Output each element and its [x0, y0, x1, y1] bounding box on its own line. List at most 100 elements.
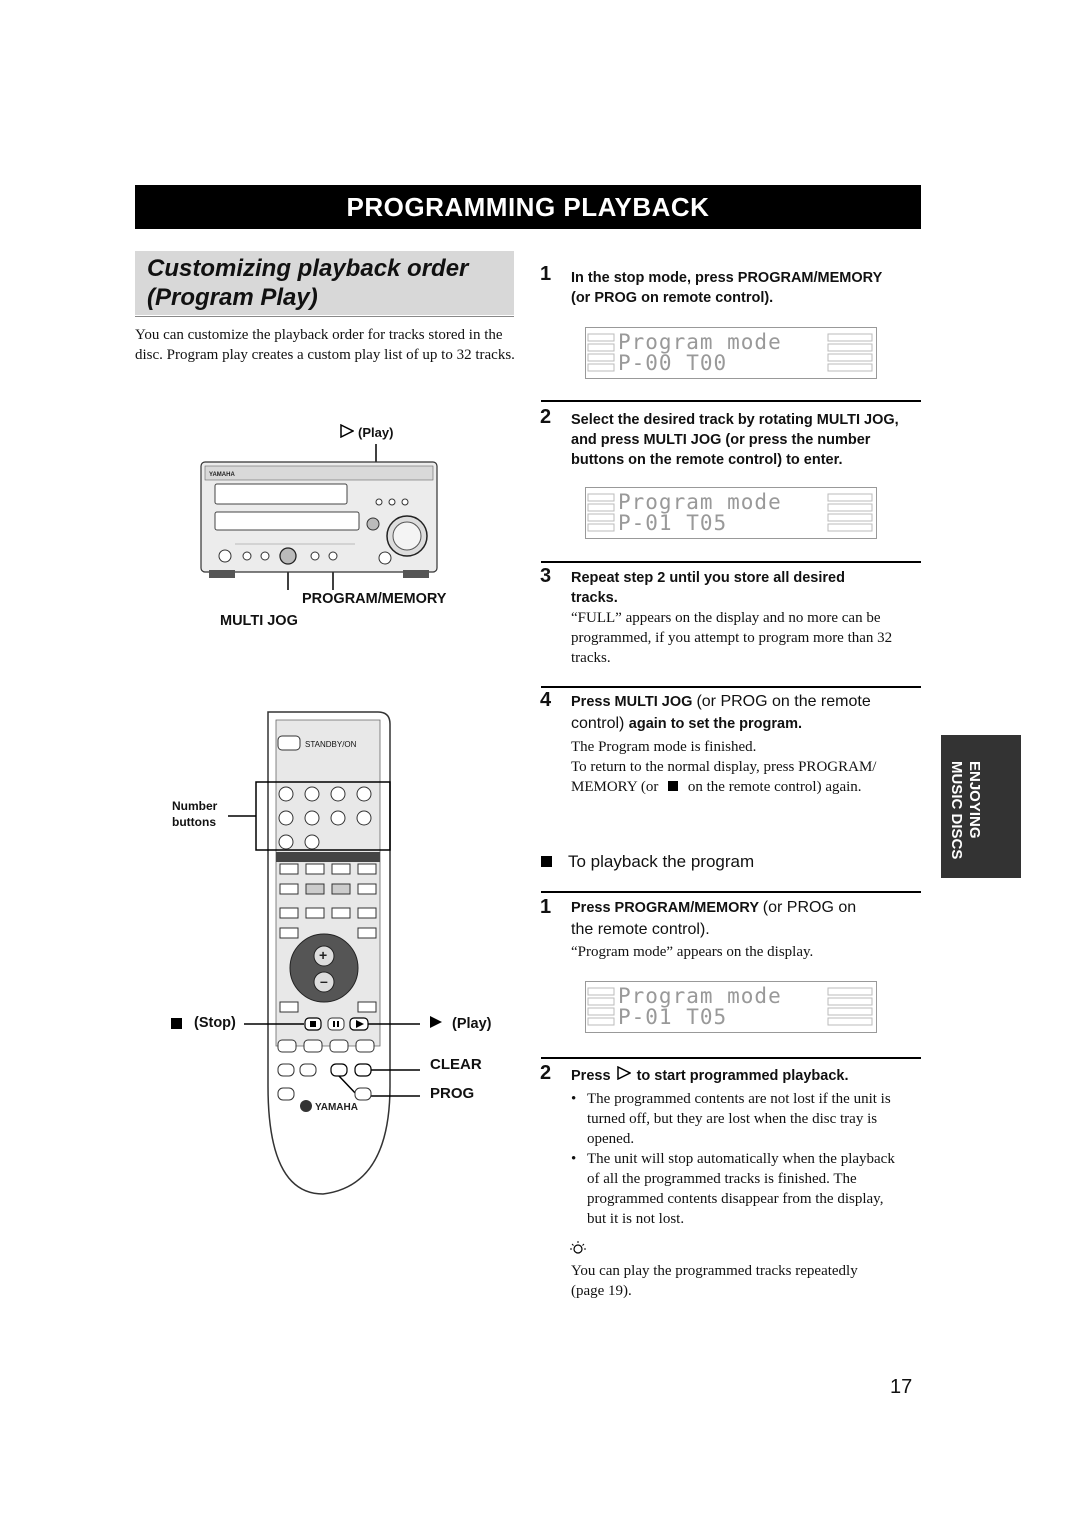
- playback-bullets: • The programmed contents are not lost i…: [571, 1089, 926, 1229]
- play-filled-icon: [430, 1015, 442, 1033]
- play-triangle-icon: [616, 1065, 632, 1086]
- step-4-body-line3b: on the remote control) again.: [687, 779, 862, 795]
- bullet-2: • The unit will stop automatically when …: [571, 1149, 926, 1229]
- playback-heading: To playback the program: [541, 852, 754, 872]
- section-title: Customizing playback order (Program Play…: [147, 254, 507, 312]
- stop-label: (Stop): [194, 1015, 236, 1031]
- svg-text:YAMAHA: YAMAHA: [209, 472, 235, 478]
- step-3-rule: [541, 561, 921, 563]
- step-3-body-line2: programmed, if you attempt to program mo…: [571, 630, 893, 646]
- tip-line1: You can play the programmed tracks repea…: [571, 1263, 858, 1279]
- lcd-1-text: Program mode P-00 T00: [618, 332, 782, 374]
- side-tab-line2: MUSIC DISCS: [948, 761, 965, 860]
- lcd-3-text: Program mode P-01 T05: [618, 986, 782, 1028]
- step-2-text: Select the desired track by rotating MUL…: [571, 410, 926, 470]
- unit-play-label: (Play): [358, 425, 394, 441]
- bullet-1-line1: The programmed contents are not lost if …: [587, 1091, 891, 1107]
- bullet-1-line3: opened.: [587, 1131, 635, 1147]
- step-3-body-line1: “FULL” appears on the display and no mor…: [571, 610, 881, 626]
- section-title-line2: (Program Play): [147, 284, 318, 311]
- step-4-line1b: (or PROG on the remote: [696, 693, 871, 710]
- unit-play-callout: (Play): [340, 423, 394, 443]
- step-3-line2: tracks.: [571, 590, 618, 606]
- lcd-display-2: [585, 487, 877, 539]
- bullet-1-line2: turned off, but they are lost when the d…: [587, 1111, 878, 1127]
- step-1-number: 1: [540, 263, 552, 285]
- playback-step-2-b: to start programmed playback.: [636, 1068, 849, 1084]
- stereo-unit-illustration: YAMAHA: [200, 444, 438, 590]
- playback-step-1-line1a: Press PROGRAM/MEMORY: [571, 900, 763, 916]
- lcd-1-line2: P-00 T00: [618, 351, 728, 375]
- side-tab-line1: ENJOYING: [966, 761, 983, 839]
- step-2-line3: buttons on the remote control) to enter.: [571, 452, 843, 468]
- step-1-line2: (or PROG on remote control).: [571, 290, 774, 306]
- playback-step-1-rule: [541, 891, 921, 893]
- section-rule: [135, 316, 514, 317]
- bullet-2-line2: of all the programmed tracks is finished…: [587, 1171, 857, 1187]
- heading-square-icon: [541, 856, 552, 867]
- prog-label: PROG: [430, 1085, 475, 1102]
- step-3-line1: Repeat step 2 until you store all desire…: [571, 570, 845, 586]
- svg-text:+: +: [319, 947, 327, 963]
- playback-step-1-number: 1: [540, 896, 552, 918]
- program-memory-label: PROGRAM/MEMORY: [302, 591, 447, 607]
- remote-play-label: (Play): [452, 1016, 492, 1032]
- lcd-2-line2: P-01 T05: [618, 511, 728, 535]
- step-4-body-line1: The Program mode is finished.: [571, 739, 757, 755]
- bullet-1: • The programmed contents are not lost i…: [571, 1089, 926, 1149]
- step-3-body-line3: tracks.: [571, 650, 611, 666]
- number-button-row-1: [278, 786, 372, 850]
- lcd-2-line1: Program mode: [618, 490, 782, 514]
- tip-text: You can play the programmed tracks repea…: [571, 1261, 926, 1301]
- step-2-line2: and press MULTI JOG (or press the number: [571, 432, 871, 448]
- bullet-2-line3: programmed contents disappear from the d…: [587, 1191, 884, 1207]
- clear-label: CLEAR: [430, 1056, 482, 1073]
- step-3-number: 3: [540, 565, 552, 587]
- stop-callout: (Stop): [171, 1014, 236, 1032]
- playback-heading-text: To playback the program: [568, 852, 755, 871]
- lcd-1-line1: Program mode: [618, 330, 782, 354]
- playback-step-2-rule: [541, 1057, 921, 1059]
- step-2-rule: [541, 400, 921, 402]
- section-title-line1: Customizing playback order: [147, 255, 469, 282]
- step-4-line2a: control): [571, 715, 629, 732]
- tip-lightbulb-icon: [570, 1240, 586, 1261]
- lcd-display-3: [585, 981, 877, 1033]
- playback-step-2-number: 2: [540, 1062, 552, 1084]
- lcd-3-line2: P-01 T05: [618, 1005, 728, 1029]
- step-4-rule: [541, 686, 921, 688]
- step-2-line1: Select the desired track by rotating MUL…: [571, 412, 899, 428]
- step-4-line1a: Press MULTI JOG: [571, 694, 697, 710]
- step-4-body: The Program mode is finished. To return …: [571, 737, 926, 797]
- svg-text:YAMAHA: YAMAHA: [315, 1102, 358, 1113]
- lcd-3-line1: Program mode: [618, 984, 782, 1008]
- stop-square-icon: [668, 781, 679, 791]
- multi-jog-label: MULTI JOG: [220, 613, 298, 629]
- step-4-line2b: again to set the program.: [628, 716, 803, 732]
- standby-label: STANDBY/ON: [305, 740, 357, 749]
- number-buttons-label-2: buttons: [172, 815, 216, 829]
- remote-play-callout: (Play): [430, 1015, 492, 1033]
- lcd-display-1: [585, 327, 877, 379]
- side-tab-text: ENJOYING MUSIC DISCS: [941, 735, 1021, 878]
- step-4-body-line2: To return to the normal display, press P…: [571, 759, 877, 775]
- page-title: PROGRAMMING PLAYBACK: [135, 185, 921, 229]
- playback-step-2-text: Press to start programmed playback.: [571, 1065, 849, 1086]
- lcd-2-text: Program mode P-01 T05: [618, 492, 782, 534]
- step-1-text: In the stop mode, press PROGRAM/MEMORY (…: [571, 268, 921, 308]
- play-triangle-icon: [340, 423, 355, 443]
- page-number: 17: [890, 1376, 913, 1398]
- playback-step-1-text: Press PROGRAM/MEMORY (or PROG on the rem…: [571, 897, 921, 941]
- svg-text:–: –: [320, 973, 328, 989]
- stop-square-icon: [171, 1017, 182, 1029]
- step-4-text: Press MULTI JOG (or PROG on the remote c…: [571, 691, 921, 735]
- playback-step-2-a: Press: [571, 1068, 611, 1084]
- section-heading-box: [135, 251, 514, 315]
- playback-step-1-line2: the remote control).: [571, 921, 710, 938]
- intro-paragraph: You can customize the playback order for…: [135, 327, 515, 363]
- number-buttons-label-1: Number: [172, 799, 218, 813]
- bullet-2-line4: but it is not lost.: [587, 1211, 685, 1227]
- playback-step-1-line1b: (or PROG on: [762, 899, 857, 916]
- side-tab: [941, 735, 1021, 878]
- bullet-2-line1: The unit will stop automatically when th…: [587, 1151, 895, 1167]
